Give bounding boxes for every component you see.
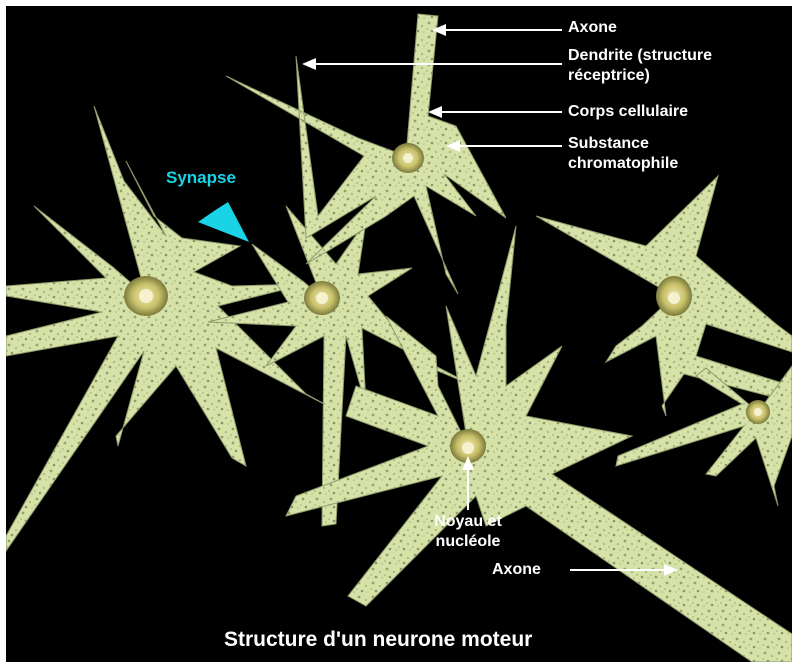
label-dendrite: Dendrite (structure réceptrice) xyxy=(568,46,712,86)
nucleolus-center xyxy=(462,442,474,454)
diagram-title: Structure d'un neurone moteur xyxy=(224,630,532,650)
label-dendrite-line1: Dendrite (structure xyxy=(568,46,712,66)
label-substance: Substance chromatophile xyxy=(568,134,678,174)
nucleolus-top xyxy=(403,153,413,163)
synapse-arrow-icon xyxy=(198,202,249,242)
label-axone-bottom: Axone xyxy=(492,560,541,580)
nucleolus-center-left xyxy=(316,292,328,304)
neuron-top-body xyxy=(226,14,506,294)
nucleolus-left xyxy=(139,289,153,303)
label-noyau: Noyau et nucléole xyxy=(418,512,518,552)
label-noyau-line2: nucléole xyxy=(418,532,518,552)
label-noyau-line1: Noyau et xyxy=(418,512,518,532)
label-synapse: Synapse xyxy=(166,168,236,188)
label-corps-cellulaire: Corps cellulaire xyxy=(568,102,688,122)
label-dendrite-line2: réceptrice) xyxy=(568,66,712,86)
nucleolus-right-upper xyxy=(668,292,680,304)
neuron-top xyxy=(226,14,506,294)
label-substance-line2: chromatophile xyxy=(568,154,678,174)
corps-arrowhead-icon xyxy=(428,106,442,118)
label-axone-top: Axone xyxy=(568,18,617,38)
nucleolus-right-lower xyxy=(754,408,762,416)
dendrite-arrowhead-icon xyxy=(302,58,316,70)
diagram-frame: Axone Dendrite (structure réceptrice) Co… xyxy=(6,6,792,662)
label-substance-line1: Substance xyxy=(568,134,678,154)
